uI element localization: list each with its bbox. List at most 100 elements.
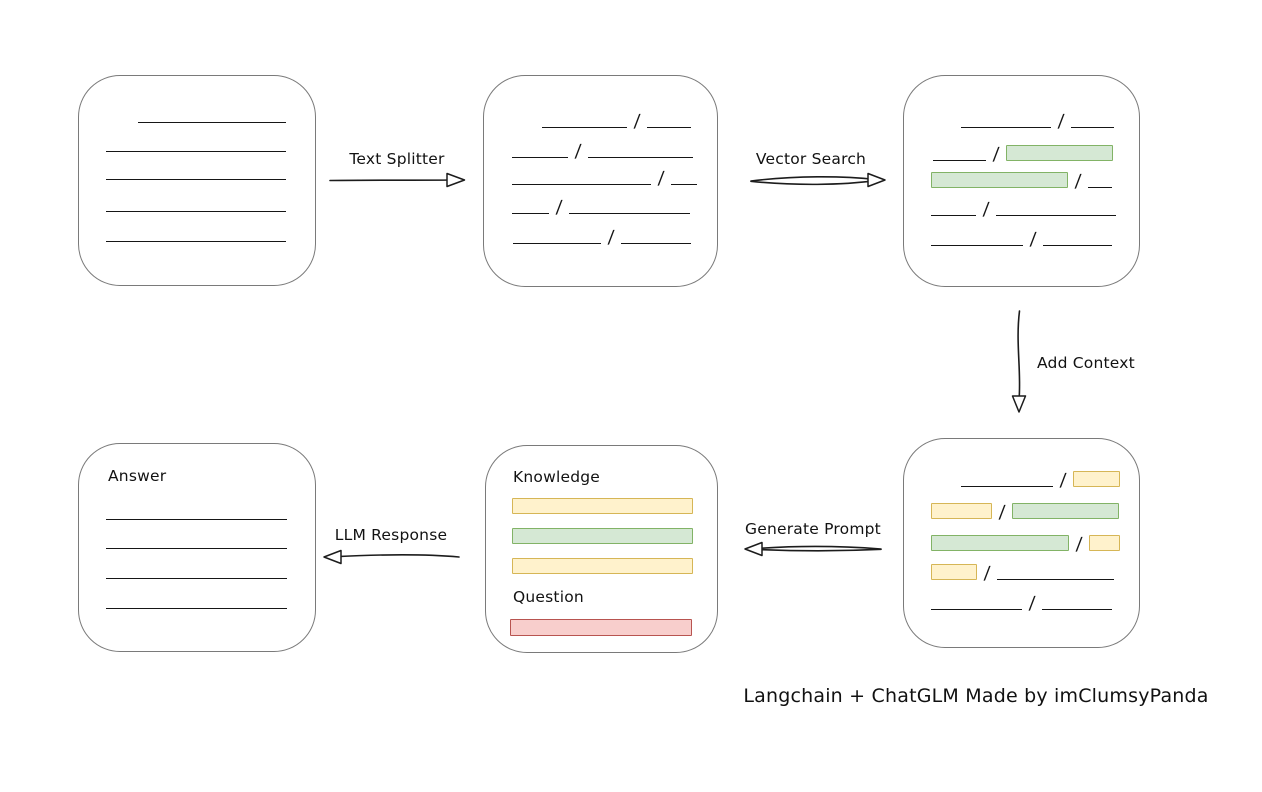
line-segment xyxy=(931,245,1023,246)
answer-row xyxy=(106,608,287,609)
line-segment xyxy=(106,241,286,242)
slash-separator: / xyxy=(555,197,563,218)
slash-separator: / xyxy=(1059,470,1067,491)
green-segment xyxy=(512,528,693,544)
line-segment xyxy=(106,519,287,520)
line-segment xyxy=(1042,609,1113,610)
prompt-row xyxy=(512,498,693,514)
slash-separator: / xyxy=(983,563,991,584)
document-row xyxy=(106,179,286,180)
slash-separator: / xyxy=(633,111,641,132)
generate-prompt-label: Generate Prompt xyxy=(745,520,881,538)
line-segment xyxy=(106,608,287,609)
line-segment xyxy=(512,184,651,185)
line-segment xyxy=(569,213,691,214)
chunks-row: / xyxy=(512,141,694,162)
vector_results-row: / xyxy=(931,171,1113,192)
yellow-segment xyxy=(1089,535,1121,551)
slash-separator: / xyxy=(1057,111,1065,132)
slash-separator: / xyxy=(574,141,582,162)
line-segment xyxy=(997,579,1115,580)
llm-response-arrow xyxy=(323,549,460,565)
green-segment xyxy=(931,535,1069,551)
answer-box: Answer xyxy=(78,443,316,652)
line-segment xyxy=(588,157,694,158)
document-row xyxy=(138,122,286,123)
vector_results-row: / xyxy=(931,199,1117,220)
prompt-row xyxy=(510,619,692,636)
yellow-segment xyxy=(931,503,992,519)
yellow-segment xyxy=(512,558,693,574)
add-context-label: Add Context xyxy=(1037,354,1135,372)
text-splitter-label: Text Splitter xyxy=(349,150,445,168)
line-segment xyxy=(621,243,692,244)
line-segment xyxy=(542,127,627,128)
prompt-row: Knowledge xyxy=(513,468,600,487)
context_added-row: / xyxy=(931,534,1121,555)
slash-separator: / xyxy=(1029,229,1037,250)
line-segment xyxy=(512,157,568,158)
line-segment xyxy=(931,215,976,216)
add-context-arrow xyxy=(1011,310,1027,413)
line-segment xyxy=(961,127,1051,128)
line-segment xyxy=(106,151,286,152)
red-segment xyxy=(510,619,692,636)
chunks-box: / / / / / xyxy=(483,75,718,287)
line-segment xyxy=(647,127,692,128)
context-added-box: / / / / / xyxy=(903,438,1140,648)
slash-separator: / xyxy=(657,168,665,189)
prompt-row xyxy=(512,558,693,574)
line-segment xyxy=(961,486,1053,487)
green-segment xyxy=(1012,503,1120,519)
line-segment xyxy=(1043,245,1113,246)
line-segment xyxy=(106,548,287,549)
context_added-row: / xyxy=(961,470,1121,491)
line-segment xyxy=(996,215,1117,216)
slash-separator: / xyxy=(998,502,1006,523)
line-segment xyxy=(931,609,1022,610)
caption: Langchain + ChatGLM Made by imClumsyPand… xyxy=(743,685,1209,707)
line-segment xyxy=(106,211,286,212)
line-segment xyxy=(1071,127,1115,128)
line-segment xyxy=(1088,187,1113,188)
green-segment xyxy=(931,172,1068,188)
line-segment xyxy=(512,213,549,214)
document-row xyxy=(106,241,286,242)
answer-row xyxy=(106,519,287,520)
vector_results-row: / xyxy=(961,111,1115,132)
prompt-row xyxy=(512,528,693,544)
yellow-segment xyxy=(512,498,693,514)
line-segment xyxy=(513,243,601,244)
slash-separator: / xyxy=(982,199,990,220)
slash-separator: / xyxy=(1028,593,1036,614)
yellow-segment xyxy=(1073,471,1121,487)
chunks-row: / xyxy=(542,111,692,132)
line-segment xyxy=(933,160,986,161)
context_added-row: / xyxy=(931,563,1115,584)
vector-search-arrow xyxy=(750,172,886,188)
answer-label: Answer xyxy=(108,467,167,485)
slash-separator: / xyxy=(1074,171,1082,192)
yellow-segment xyxy=(931,564,977,580)
green-segment xyxy=(1006,145,1114,161)
vector-results-box: / / / / / xyxy=(903,75,1140,287)
chunks-row: / xyxy=(513,227,692,248)
vector-search-label: Vector Search xyxy=(755,150,867,168)
chunks-row: / xyxy=(512,197,691,218)
document-row xyxy=(106,211,286,212)
line-segment xyxy=(138,122,286,123)
context_added-row: / xyxy=(931,593,1113,614)
answer-row: Answer xyxy=(108,467,166,486)
line-segment xyxy=(106,578,287,579)
slash-separator: / xyxy=(1075,534,1083,555)
document-box xyxy=(78,75,316,286)
vector_results-row: / xyxy=(933,144,1114,165)
answer-row xyxy=(106,578,287,579)
knowledge-label: Knowledge xyxy=(513,468,601,486)
slash-separator: / xyxy=(992,144,1000,165)
generate-prompt-arrow xyxy=(744,541,882,557)
question-label: Question xyxy=(513,588,584,606)
answer-row xyxy=(106,548,287,549)
